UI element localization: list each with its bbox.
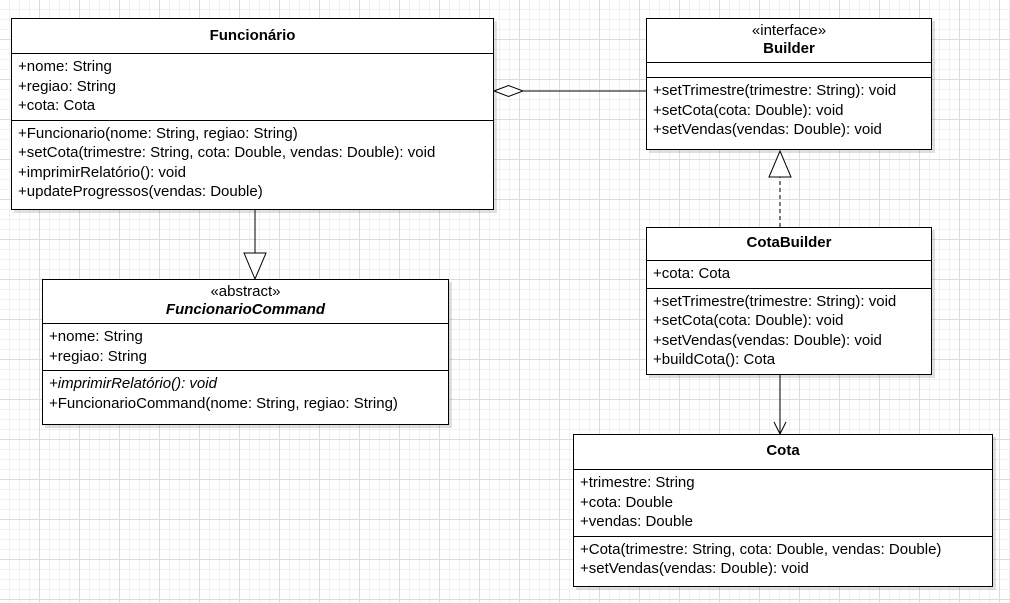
attribute: +vendas: Double — [580, 513, 693, 530]
class-funcionario[interactable]: Funcionário +nome: String +regiao: Strin… — [11, 18, 494, 210]
method: +imprimirRelatório(): void — [18, 163, 186, 181]
attributes-section: +trimestre: String +cota: Double +vendas… — [574, 470, 992, 537]
method: +updateProgressos(vendas: Double) — [18, 183, 263, 200]
attribute: +regiao: String — [18, 77, 116, 95]
methods-section: +setTrimestre(trimestre: String): void +… — [647, 289, 931, 374]
generalization-funcionario-to-command[interactable] — [243, 209, 267, 281]
method: +setVendas(vendas: Double): void — [580, 560, 809, 577]
class-name: Cota — [766, 442, 800, 459]
attribute: +trimestre: String — [580, 474, 695, 491]
class-name: Builder — [763, 40, 815, 57]
method: +setCota(trimestre: String, cota: Double… — [18, 144, 436, 161]
class-header: CotaBuilder — [647, 228, 931, 261]
method: +setVendas(vendas: Double): void — [653, 121, 882, 138]
abstract-method: +imprimirRelatório(): void — [49, 375, 217, 392]
attribute: +cota: Cota — [18, 97, 96, 114]
class-cota-builder[interactable]: CotaBuilder +cota: Cota +setTrimestre(tr… — [646, 227, 932, 375]
methods-section: +Funcionario(nome: String, regiao: Strin… — [12, 121, 493, 206]
attributes-section: +nome: String +regiao: String +cota: Cot… — [12, 54, 493, 121]
methods-section: +setTrimestre(trimestre: String): void +… — [647, 78, 931, 144]
class-funcionario-command[interactable]: «abstract» FuncionarioCommand +nome: Str… — [42, 279, 449, 425]
class-name: CotaBuilder — [746, 234, 832, 251]
method: +FuncionarioCommand(nome: String, regiao… — [49, 394, 398, 412]
class-name: FuncionarioCommand — [165, 301, 326, 318]
methods-section: +Cota(trimestre: String, cota: Double, v… — [574, 537, 992, 583]
class-header: «abstract» FuncionarioCommand — [43, 280, 448, 324]
class-header: Cota — [574, 435, 992, 470]
method: +setVendas(vendas: Double): void — [653, 331, 882, 349]
class-name: Funcionário — [209, 27, 296, 44]
method: +Funcionario(nome: String, regiao: Strin… — [18, 124, 298, 142]
class-header: Funcionário — [12, 19, 493, 54]
class-builder[interactable]: «interface» Builder +setTrimestre(trimes… — [646, 18, 932, 150]
class-cota[interactable]: Cota +trimestre: String +cota: Double +v… — [573, 434, 993, 587]
method: +buildCota(): Cota — [653, 351, 776, 368]
realization-cotabuilder-builder[interactable] — [768, 149, 792, 227]
attributes-section — [647, 63, 931, 78]
method: +setTrimestre(trimestre: String): void — [653, 82, 897, 99]
attribute: +regiao: String — [49, 347, 147, 365]
method: +Cota(trimestre: String, cota: Double, v… — [580, 540, 942, 558]
method: +setCota(cota: Double): void — [653, 312, 844, 329]
association-cotabuilder-cota[interactable] — [773, 375, 787, 436]
class-header: «interface» Builder — [647, 19, 931, 63]
class-stereotype: «abstract» — [210, 283, 281, 300]
class-stereotype: «interface» — [751, 22, 827, 39]
attribute: +cota: Cota — [653, 265, 731, 282]
method: +setTrimestre(trimestre: String): void — [653, 292, 897, 310]
attribute: +nome: String — [49, 328, 143, 345]
methods-section: +imprimirRelatório(): void +FuncionarioC… — [43, 371, 448, 417]
attribute: +nome: String — [18, 58, 112, 75]
method: +setCota(cota: Double): void — [653, 101, 844, 119]
attributes-section: +cota: Cota — [647, 261, 931, 289]
attributes-section: +nome: String +regiao: String — [43, 324, 448, 371]
aggregation-funcionario-builder[interactable] — [492, 84, 646, 98]
attribute: +cota: Double — [580, 493, 673, 511]
